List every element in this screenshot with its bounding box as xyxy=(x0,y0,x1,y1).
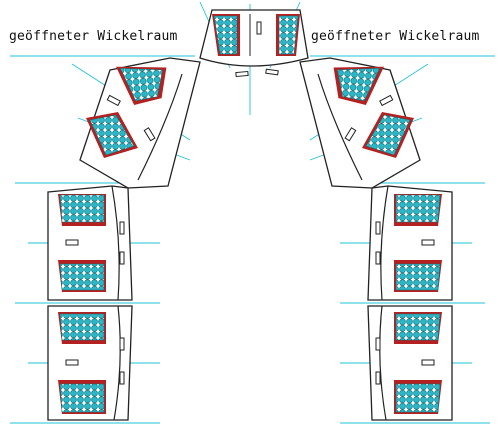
winding xyxy=(59,263,105,291)
label-right: geöffneter Wickelraum xyxy=(311,29,480,44)
segment-inner-arc xyxy=(113,305,121,421)
winding xyxy=(395,383,441,413)
slot-mark xyxy=(65,359,79,366)
winding xyxy=(59,313,105,341)
slot-mark xyxy=(375,371,381,385)
slot-mark xyxy=(421,359,435,366)
winding xyxy=(89,114,135,156)
slot-mark xyxy=(379,94,394,107)
segment-inner-arc xyxy=(137,73,183,181)
slot-mark xyxy=(375,251,381,265)
slot-mark xyxy=(65,239,79,246)
stator-segment-right-upper xyxy=(367,185,453,301)
slot-mark xyxy=(119,337,125,351)
winding xyxy=(395,313,441,341)
segment-inner-arc xyxy=(111,185,120,301)
winding xyxy=(59,194,105,223)
winding xyxy=(365,114,411,156)
slot-mark xyxy=(265,68,279,76)
stator-segment-upper-right xyxy=(299,57,421,189)
slot-mark xyxy=(119,371,125,385)
slot-mark xyxy=(256,21,262,35)
slot-mark xyxy=(375,221,381,235)
slot-mark xyxy=(143,127,156,142)
slot-mark xyxy=(235,70,249,78)
slot-mark xyxy=(375,337,381,351)
stator-segment-top xyxy=(199,9,309,78)
slot-mark xyxy=(344,127,357,142)
segment-inner-arc xyxy=(380,185,389,301)
winding xyxy=(59,383,105,413)
stator-segment-right-lower xyxy=(367,305,453,421)
winding xyxy=(337,68,381,102)
slot-mark xyxy=(119,251,125,265)
slot-mark xyxy=(106,94,121,107)
label-left: geöffneter Wickelraum xyxy=(9,29,178,44)
stator-segment-left-lower xyxy=(47,305,133,421)
stator-segment-left-upper xyxy=(47,185,133,301)
winding xyxy=(213,15,238,55)
stator-segment-upper-left xyxy=(79,57,201,189)
winding xyxy=(395,263,441,291)
winding xyxy=(395,194,441,223)
winding xyxy=(119,68,163,102)
winding xyxy=(278,15,299,55)
slot-mark xyxy=(119,221,125,235)
segment-inner-arc xyxy=(317,73,363,181)
slot-mark xyxy=(421,239,435,246)
segment-inner-arc xyxy=(379,305,387,421)
